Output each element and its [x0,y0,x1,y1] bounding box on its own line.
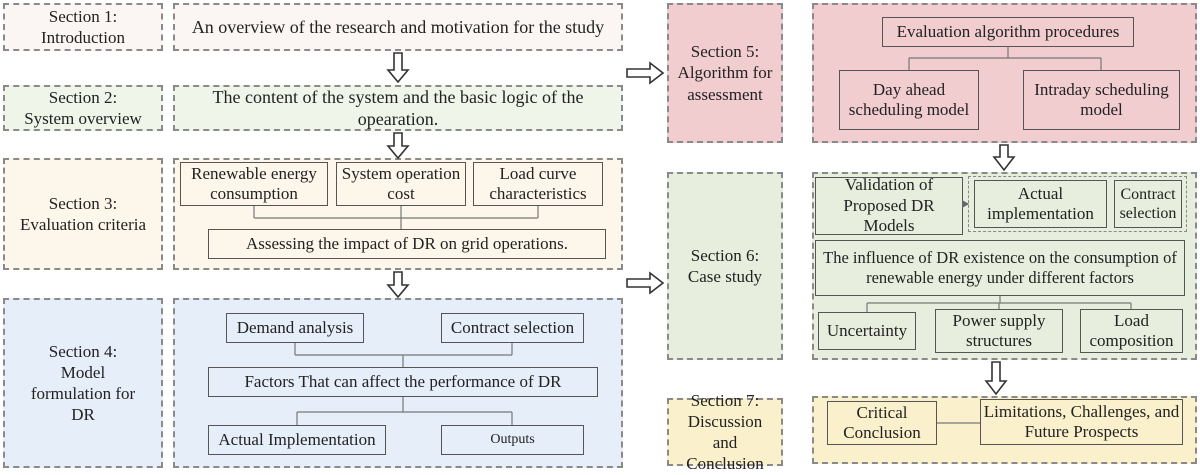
algorithm-header: Evaluation algorithm procedures [882,17,1134,47]
case-uncertainty: Uncertainty [818,312,916,350]
section-1-label: Section 1: Introduction [3,3,163,51]
case-influence: The influence of DR existence on the con… [815,240,1185,296]
criteria-load-curve: Load curve characteristics [473,162,603,206]
section-7-title: Section 7: [690,390,760,410]
section-4-name: Model formulation for DR [30,362,136,425]
section-2-name: System overview [24,109,142,128]
model-outputs: Outputs [441,425,584,455]
model-demand-analysis: Demand analysis [226,313,364,343]
case-load-composition: Load composition [1080,309,1183,353]
algorithm-intraday: Intraday scheduling model [1023,70,1180,130]
criteria-summary: Assessing the impact of DR on grid opera… [208,229,606,259]
section-5-title: Section 5: [690,42,760,62]
section-1-title: Section 1: [48,6,118,26]
section-4-title: Section 4: [48,341,118,361]
discussion-limitations: Limitations, Challenges, and Future Pros… [980,399,1183,445]
section-7-name: Discussion and Conclusion [686,411,764,474]
section-6-label: Section 6: Case study [667,172,783,360]
model-contract-selection: Contract selection [441,313,584,343]
model-actual-implementation: Actual Implementation [208,425,386,455]
algorithm-day-ahead: Day ahead scheduling model [839,70,979,130]
intro-description: An overview of the research and motivati… [173,3,623,51]
section-3-label: Section 3: Evaluation criteria [3,158,163,270]
case-contract-selection: Contract selection [1114,180,1182,228]
section-7-label: Section 7: Discussion and Conclusion [667,391,783,473]
case-power-supply: Power supply structures [935,309,1063,353]
model-factors: Factors That can affect the performance … [208,367,598,397]
section-6-name: Case study [687,267,763,286]
section-5-label: Section 5: Algorithm for assessment [667,3,783,143]
criteria-renewable: Renewable energy consumption [180,162,328,206]
section-1-name: Introduction [40,28,126,47]
discussion-critical-conclusion: Critical Conclusion [827,401,937,445]
section-6-title: Section 6: [690,245,760,265]
section-2-label: Section 2: System overview [3,85,163,131]
case-actual-implementation: Actual implementation [974,180,1107,228]
section-3-name: Evaluation criteria [19,215,147,234]
case-validation: Validation of Proposed DR Models [815,175,963,235]
section-4-label: Section 4: Model formulation for DR [3,298,163,468]
section-2-title: Section 2: [48,87,118,107]
overview-description: The content of the system and the basic … [173,85,623,131]
section-5-name: Algorithm for assessment [677,63,773,104]
criteria-cost: System operation cost [336,162,466,206]
section-3-title: Section 3: [48,193,118,213]
